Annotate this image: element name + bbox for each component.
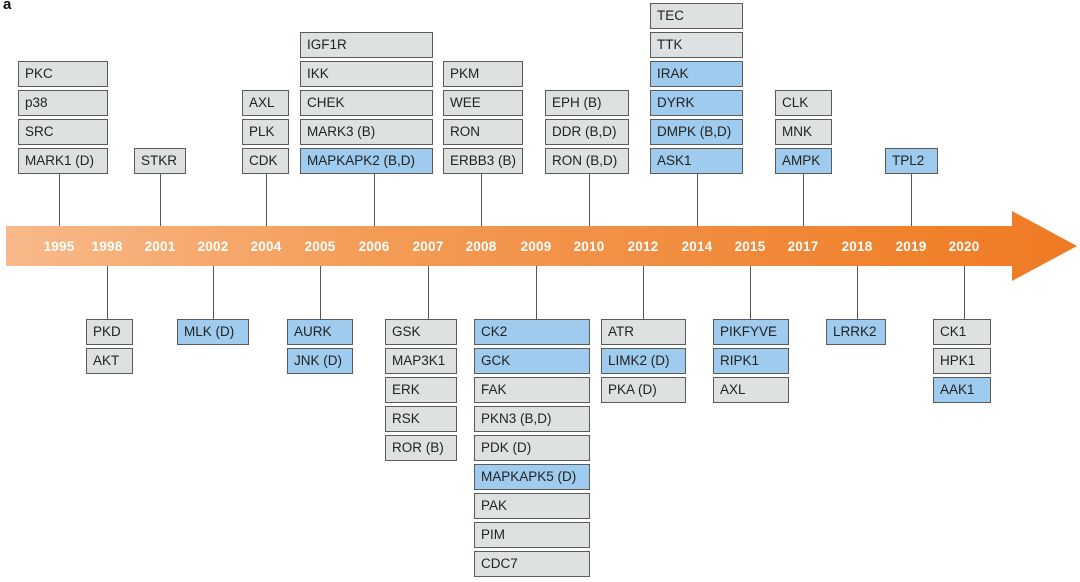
kinase-box-gck: GCK	[474, 348, 590, 374]
connector-line-2007	[428, 266, 429, 319]
kinase-box-tec: TEC	[650, 3, 743, 29]
kinase-box-stkr: STKR	[134, 148, 186, 174]
year-label-2009: 2009	[520, 239, 552, 254]
year-label-2012: 2012	[627, 239, 659, 254]
kinase-box-ampk: AMPK	[775, 148, 832, 174]
kinase-box-plk: PLK	[242, 119, 289, 145]
kinase-box-pka-d: PKA (D)	[601, 377, 686, 403]
connector-line-2008	[481, 174, 482, 226]
kinase-box-mark1-d: MARK1 (D)	[18, 148, 108, 174]
kinase-box-mlk-d: MLK (D)	[177, 319, 249, 345]
year-label-2001: 2001	[144, 239, 176, 254]
kinase-box-lrrk2: LRRK2	[826, 319, 886, 345]
kinase-box-pdk-d: PDK (D)	[474, 435, 590, 461]
kinase-box-fak: FAK	[474, 377, 590, 403]
connector-line-2018	[857, 266, 858, 319]
kinase-box-atr: ATR	[601, 319, 686, 345]
kinase-box-pak: PAK	[474, 493, 590, 519]
kinase-box-mapkapk2-b-d: MAPKAPK2 (B,D)	[300, 148, 433, 174]
kinase-box-pkc: PKC	[18, 61, 108, 87]
kinase-box-rsk: RSK	[385, 406, 457, 432]
year-label-2008: 2008	[465, 239, 497, 254]
kinase-box-pkm: PKM	[443, 61, 523, 87]
kinase-box-axl: AXL	[242, 90, 289, 116]
connector-line-2005	[320, 266, 321, 319]
connector-line-2006	[374, 174, 375, 226]
year-label-2017: 2017	[787, 239, 819, 254]
kinase-box-map3k1: MAP3K1	[385, 348, 457, 374]
kinase-box-clk: CLK	[775, 90, 832, 116]
connector-line-2014	[697, 174, 698, 226]
kinase-box-aurk: AURK	[287, 319, 353, 345]
kinase-box-ror-b: ROR (B)	[385, 435, 457, 461]
year-label-2014: 2014	[681, 239, 713, 254]
kinase-box-p38: p38	[18, 90, 108, 116]
kinase-box-ttk: TTK	[650, 32, 743, 58]
connector-line-2019	[911, 174, 912, 226]
kinase-box-mnk: MNK	[775, 119, 832, 145]
kinase-box-axl: AXL	[713, 377, 789, 403]
kinase-box-ripk1: RIPK1	[713, 348, 789, 374]
kinase-box-ask1: ASK1	[650, 148, 743, 174]
kinase-box-eph-b: EPH (B)	[545, 90, 629, 116]
kinase-box-ron-b-d: RON (B,D)	[545, 148, 629, 174]
connector-line-2017	[803, 174, 804, 226]
kinase-box-dmpk-b-d: DMPK (B,D)	[650, 119, 743, 145]
kinase-box-jnk-d: JNK (D)	[287, 348, 353, 374]
kinase-box-ddr-b-d: DDR (B,D)	[545, 119, 629, 145]
kinase-box-wee: WEE	[443, 90, 523, 116]
kinase-box-ck1: CK1	[933, 319, 991, 345]
year-label-2007: 2007	[412, 239, 444, 254]
connector-line-1995	[59, 174, 60, 226]
connector-line-2012	[643, 266, 644, 319]
year-label-2015: 2015	[734, 239, 766, 254]
year-label-1995: 1995	[43, 239, 75, 254]
kinase-box-ikk: IKK	[300, 61, 433, 87]
year-label-1998: 1998	[91, 239, 123, 254]
kinase-box-aak1: AAK1	[933, 377, 991, 403]
connector-line-2002	[213, 266, 214, 319]
connector-line-2009	[536, 266, 537, 319]
kinase-box-limk2-d: LIMK2 (D)	[601, 348, 686, 374]
connector-line-2001	[160, 174, 161, 226]
kinase-box-igf1r: IGF1R	[300, 32, 433, 58]
kinase-box-pkd: PKD	[86, 319, 133, 345]
year-label-2004: 2004	[250, 239, 282, 254]
kinase-box-cdk: CDK	[242, 148, 289, 174]
year-label-2005: 2005	[304, 239, 336, 254]
kinase-box-tpl2: TPL2	[885, 148, 938, 174]
connector-line-2004	[266, 174, 267, 226]
year-label-2018: 2018	[841, 239, 873, 254]
connector-line-2015	[750, 266, 751, 319]
kinase-box-src: SRC	[18, 119, 108, 145]
kinase-box-gsk: GSK	[385, 319, 457, 345]
connector-line-2010	[589, 174, 590, 226]
panel-label: a	[3, 0, 12, 13]
kinase-box-cdc7: CDC7	[474, 551, 590, 577]
kinase-box-ck2: CK2	[474, 319, 590, 345]
connector-line-2020	[964, 266, 965, 319]
year-label-2020: 2020	[948, 239, 980, 254]
kinase-box-pkn3-b-d: PKN3 (B,D)	[474, 406, 590, 432]
kinase-box-hpk1: HPK1	[933, 348, 991, 374]
kinase-box-erk: ERK	[385, 377, 457, 403]
year-label-2006: 2006	[358, 239, 390, 254]
kinase-box-irak: IRAK	[650, 61, 743, 87]
kinase-box-mark3-b: MARK3 (B)	[300, 119, 433, 145]
year-label-2010: 2010	[573, 239, 605, 254]
year-label-2019: 2019	[895, 239, 927, 254]
kinase-box-ron: RON	[443, 119, 523, 145]
connector-line-1998	[107, 266, 108, 319]
kinase-box-pikfyve: PIKFYVE	[713, 319, 789, 345]
kinase-box-erbb3-b: ERBB3 (B)	[443, 148, 523, 174]
kinase-box-pim: PIM	[474, 522, 590, 548]
kinase-box-akt: AKT	[86, 348, 133, 374]
year-label-2002: 2002	[197, 239, 229, 254]
kinase-box-dyrk: DYRK	[650, 90, 743, 116]
kinase-box-mapkapk5-d: MAPKAPK5 (D)	[474, 464, 590, 490]
kinase-box-chek: CHEK	[300, 90, 433, 116]
